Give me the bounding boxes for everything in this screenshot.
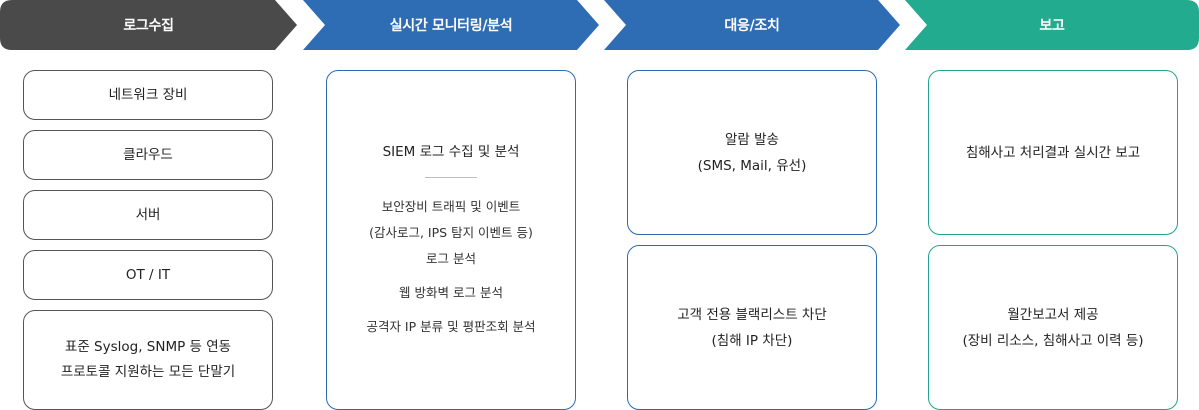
collect-item-label: 클라우드: [123, 147, 173, 163]
block-line-1: 고객 전용 블랙리스트 차단: [677, 306, 827, 323]
monthly-line-2: (장비 리소스, 침해사고 이력 등): [962, 332, 1144, 349]
collect-item-ot-it: OT / IT: [23, 250, 273, 300]
stage-arrow-shape: [0, 0, 297, 50]
collect-item-label: 서버: [135, 207, 161, 223]
stage-arrow-shape: [905, 0, 1199, 50]
alert-line-2: (SMS, Mail, 유선): [697, 157, 807, 174]
stage-header-collect: 로그수집: [0, 0, 297, 50]
monitor-item: (감사로그, IPS 탐지 이벤트 등): [369, 225, 533, 240]
stage-header-respond: 대응/조치: [604, 0, 900, 50]
monitor-divider: [425, 177, 477, 178]
stage-label-respond: 대응/조치: [724, 18, 780, 34]
monitor-item: 웹 방화벽 로그 분석: [399, 285, 503, 300]
respond-alert-box: 알람 발송 (SMS, Mail, 유선): [627, 70, 877, 235]
block-line-2: (침해 IP 차단): [711, 332, 793, 349]
collect-item-server: 서버: [23, 190, 273, 240]
protocol-line-2: 프로토콜 지원하는 모든 단말기: [60, 364, 236, 380]
stage-arrow-shape: [303, 0, 599, 50]
monitor-box: SIEM 로그 수집 및 분석 보안장비 트래픽 및 이벤트 (감사로그, IP…: [326, 70, 576, 410]
monitor-item: 공격자 IP 분류 및 평판조회 분석: [366, 319, 536, 334]
stage-label-collect: 로그수집: [123, 18, 174, 34]
respond-block-box: 고객 전용 블랙리스트 차단 (침해 IP 차단): [627, 245, 877, 410]
collect-item-network: 네트워크 장비: [23, 70, 273, 120]
alert-line-1: 알람 발송: [725, 131, 779, 148]
collect-item-label: OT / IT: [125, 267, 171, 283]
realtime-report-label: 침해사고 처리결과 실시간 보고: [965, 144, 1141, 161]
protocol-line-1: 표준 Syslog, SNMP 등 연동: [64, 339, 232, 355]
monitor-title: SIEM 로그 수집 및 분석: [382, 144, 520, 160]
collect-item-cloud: 클라우드: [23, 130, 273, 180]
monitor-item: 로그 분석: [426, 251, 476, 266]
report-monthly-box: 월간보고서 제공 (장비 리소스, 침해사고 이력 등): [928, 245, 1178, 410]
stage-arrow-shape: [604, 0, 900, 50]
stage-label-monitor: 실시간 모니터링/분석: [389, 18, 513, 34]
collect-item-protocol: 표준 Syslog, SNMP 등 연동 프로토콜 지원하는 모든 단말기: [23, 310, 273, 410]
stage-header-report: 보고: [905, 0, 1199, 50]
collect-item-label: 네트워크 장비: [108, 87, 188, 103]
monthly-line-1: 월간보고서 제공: [1007, 306, 1099, 323]
stage-label-report: 보고: [1039, 18, 1065, 34]
report-realtime-box: 침해사고 처리결과 실시간 보고: [928, 70, 1178, 235]
monitor-item: 보안장비 트래픽 및 이벤트: [381, 199, 521, 214]
stage-header-monitor: 실시간 모니터링/분석: [303, 0, 599, 50]
